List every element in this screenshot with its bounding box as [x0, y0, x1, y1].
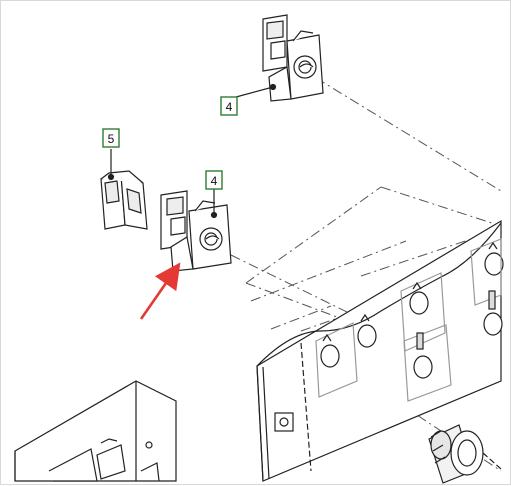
svg-text:4: 4	[211, 174, 218, 188]
mounting-adapter	[100, 170, 148, 230]
svg-text:4: 4	[226, 100, 233, 114]
push-button-icon	[428, 424, 502, 484]
enclosure-box	[14, 380, 177, 482]
red-arrow-icon	[139, 262, 181, 320]
svg-text:5: 5	[108, 132, 115, 146]
front-panel	[256, 219, 504, 482]
callout-leaders	[107, 83, 277, 219]
contact-block-middle	[160, 190, 232, 272]
callout-4-top: 4	[220, 96, 238, 116]
callout-5: 5	[102, 128, 120, 148]
callout-4-middle: 4	[205, 170, 223, 190]
contact-block-top	[262, 14, 324, 102]
